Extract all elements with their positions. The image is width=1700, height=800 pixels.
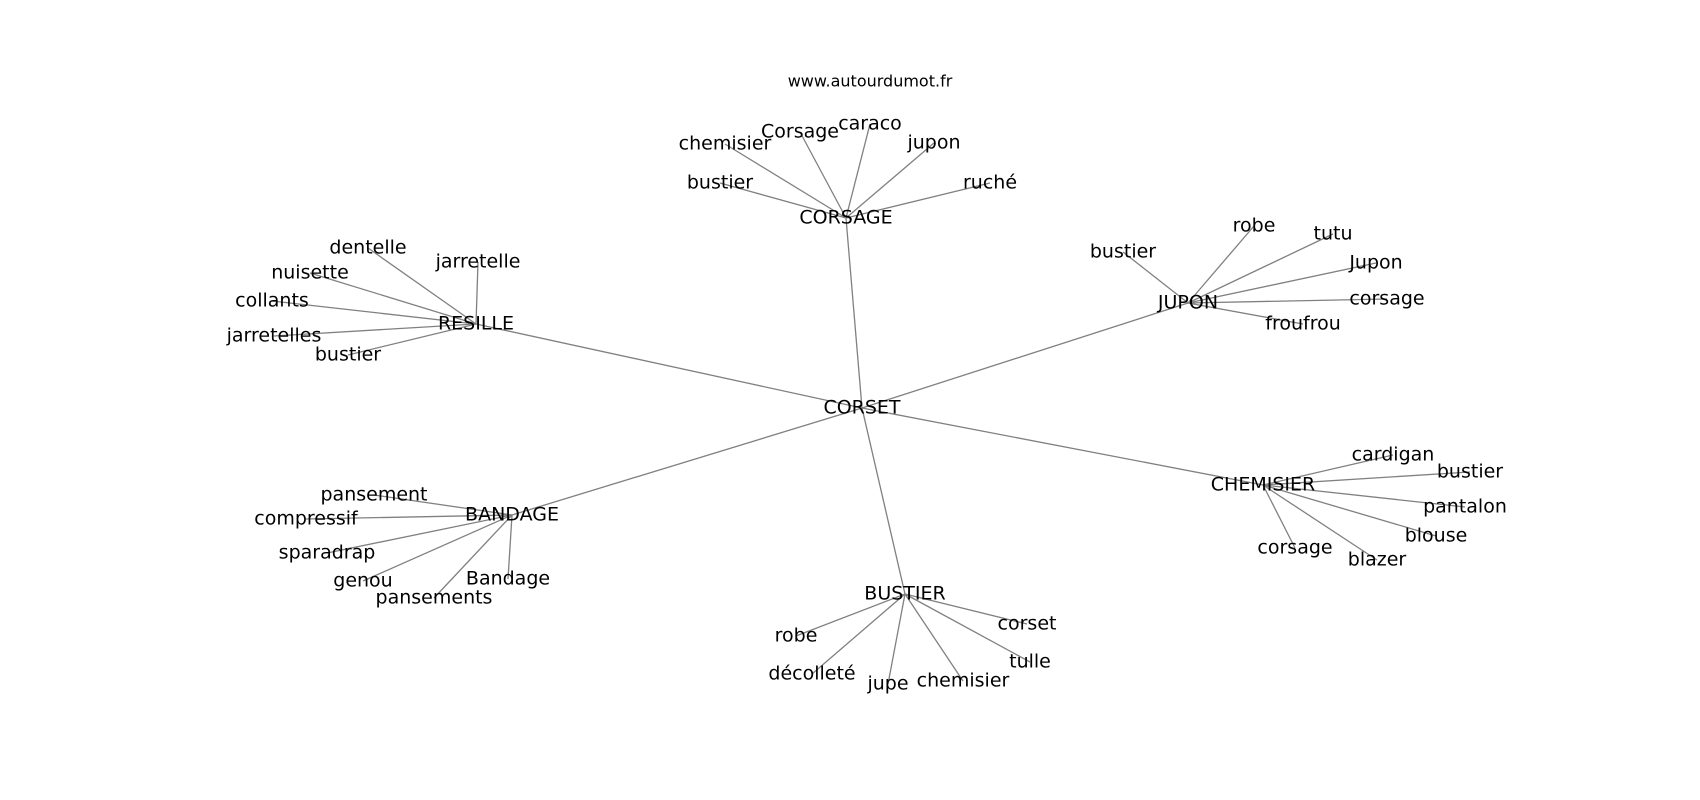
edge-bustier-leaf	[904, 593, 1028, 625]
leaf-node-label: froufrou	[1265, 313, 1341, 335]
edge-bandage-leaf	[305, 514, 513, 520]
leaf-node-label: collants	[235, 290, 309, 312]
edge-chemisier-leaf	[1262, 484, 1378, 561]
edge-jupon-leaf	[1187, 225, 1255, 304]
edge-bustier-leaf	[904, 593, 964, 682]
edge-corsage-leaf	[724, 143, 847, 219]
leaf-node-label: jarretelles	[226, 325, 322, 347]
hub-node-label-bandage: BANDAGE	[465, 504, 559, 526]
leaf-node-label: dentelle	[329, 237, 406, 259]
leaf-node-label: tutu	[1314, 223, 1353, 245]
edge-jupon-leaf	[1187, 262, 1377, 304]
leaf-node-label: bustier	[687, 172, 753, 194]
edge-corsage-leaf	[719, 182, 847, 219]
leaf-node-label: chemisier	[917, 670, 1010, 692]
edge-jupon-leaf	[1122, 251, 1189, 304]
leaf-node-label: chemisier	[679, 133, 772, 155]
edge-center-chemisier	[861, 407, 1264, 486]
hub-node-label-corsage: CORSAGE	[799, 207, 892, 229]
leaf-node-label: pansement	[320, 484, 427, 506]
edge-center-corsage	[845, 217, 863, 409]
edges-layer	[271, 123, 1471, 685]
leaf-node-label: corset	[998, 613, 1057, 635]
edge-resille-leaf	[273, 323, 477, 337]
hub-node-label-jupon: JUPON	[1157, 292, 1218, 314]
edge-bandage-leaf	[326, 514, 513, 554]
edge-jupon-leaf	[1187, 233, 1334, 304]
edge-corsage-leaf	[845, 123, 871, 219]
edge-bandage-leaf	[433, 514, 513, 599]
edge-corsage-leaf	[845, 142, 935, 219]
edge-chemisier-leaf	[1262, 471, 1471, 486]
leaf-node-label: corsage	[1257, 537, 1332, 559]
edge-bustier-leaf	[887, 593, 906, 685]
edge-bandage-leaf	[362, 514, 513, 582]
edge-resille-leaf	[347, 323, 477, 356]
leaf-node-label: robe	[775, 625, 818, 647]
site-label: www.autourdumot.fr	[788, 72, 953, 91]
leaf-node-label: jupe	[866, 673, 908, 695]
leaf-node-label: ruché	[963, 172, 1017, 194]
edge-center-bandage	[511, 407, 863, 516]
edge-resille-leaf	[475, 261, 479, 325]
edge-chemisier-leaf	[1262, 484, 1437, 537]
leaf-node-label: jarretelle	[435, 251, 521, 273]
edge-resille-leaf	[309, 272, 477, 325]
edge-corsage-leaf	[799, 131, 847, 219]
leaf-node-label: pantalon	[1423, 496, 1507, 518]
edge-bustier-leaf	[795, 593, 906, 637]
edge-jupon-leaf	[1187, 302, 1304, 325]
center-node-label: CORSET	[823, 397, 900, 419]
edge-bandage-leaf	[507, 514, 513, 580]
edge-corsage-leaf	[845, 182, 991, 219]
edge-center-jupon	[861, 302, 1189, 409]
edge-center-resille	[475, 323, 863, 409]
edge-resille-leaf	[367, 247, 477, 325]
leaf-node-label: caraco	[838, 113, 902, 135]
edge-bustier-leaf	[904, 593, 1031, 663]
leaf-node-label: genou	[333, 570, 392, 592]
leaf-node-label: robe	[1233, 215, 1276, 237]
leaf-node-label: Corsage	[761, 121, 839, 143]
leaf-node-label: blouse	[1405, 525, 1468, 547]
leaf-node-label: décolleté	[768, 663, 855, 685]
edge-center-bustier	[861, 407, 906, 595]
edge-bandage-leaf	[373, 494, 513, 516]
leaf-node-label: cardigan	[1352, 444, 1435, 466]
leaf-node-label: tulle	[1009, 651, 1051, 673]
edge-bustier-leaf	[811, 593, 906, 675]
leaf-node-label: jupon	[906, 132, 960, 154]
leaf-node-label: bustier	[315, 344, 381, 366]
edge-chemisier-leaf	[1262, 484, 1466, 508]
hub-node-label-chemisier: CHEMISIER	[1211, 474, 1315, 496]
leaf-node-label: sparadrap	[279, 542, 376, 564]
hub-node-label-bustier: BUSTIER	[864, 583, 945, 605]
hub-node-label-resille: RESILLE	[438, 313, 514, 335]
leaf-node-label: blazer	[1348, 549, 1407, 571]
leaf-node-label: nuisette	[271, 262, 349, 284]
leaf-node-label: compressif	[254, 508, 359, 530]
edge-resille-leaf	[271, 300, 477, 325]
leaf-node-label: Bandage	[466, 568, 550, 590]
leaf-node-label: corsage	[1349, 288, 1424, 310]
leaf-node-label: bustier	[1090, 241, 1156, 263]
leaf-node-label: pansements	[376, 587, 493, 609]
leaf-node-label: bustier	[1437, 461, 1503, 483]
edge-chemisier-leaf	[1262, 484, 1296, 549]
leaf-node-label: Jupon	[1348, 252, 1402, 274]
edge-chemisier-leaf	[1262, 454, 1394, 486]
edge-jupon-leaf	[1187, 298, 1388, 304]
